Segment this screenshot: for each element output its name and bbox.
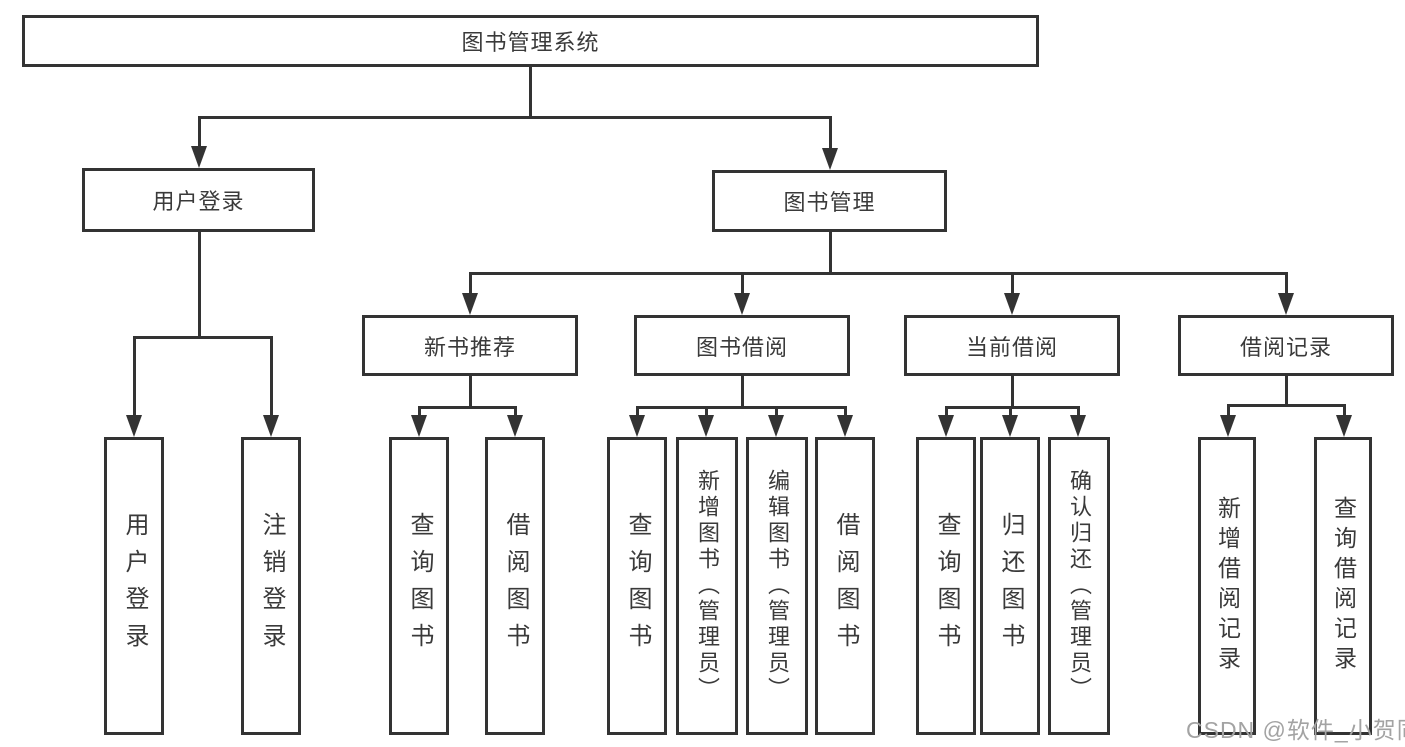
connector-line	[1010, 376, 1014, 407]
connector-line	[417, 405, 517, 409]
connector-line	[528, 67, 532, 117]
arrowhead-down-icon	[126, 415, 142, 437]
connector-line	[132, 335, 273, 339]
node-label: 用户登录	[152, 189, 245, 214]
node-borrow-query-books: 查询图书	[607, 437, 667, 735]
node-add-books-admin: 新增图书（管理员）	[676, 437, 738, 735]
connector-line	[269, 337, 273, 430]
arrowhead-down-icon	[1070, 415, 1086, 437]
arrowhead-down-icon	[1004, 293, 1020, 315]
node-label: 用户登录	[121, 512, 148, 660]
node-borrow-borrow-books: 借阅图书	[815, 437, 875, 735]
arrowhead-down-icon	[822, 148, 838, 170]
connector-line	[740, 376, 744, 407]
connector-line	[197, 232, 201, 337]
arrowhead-down-icon	[263, 415, 279, 437]
node-label: 图书管理系统	[461, 30, 600, 55]
node-edit-books-admin: 编辑图书（管理员）	[746, 437, 808, 735]
arrowhead-down-icon	[837, 415, 853, 437]
node-label: 新书推荐	[423, 334, 516, 360]
connector-line	[828, 117, 832, 162]
node-confirm-return-admin: 确认归还（管理员）	[1048, 437, 1110, 735]
arrowhead-down-icon	[1278, 293, 1294, 315]
node-current-query-books: 查询图书	[916, 437, 976, 735]
node-borrow-records: 借阅记录	[1178, 315, 1394, 376]
arrowhead-down-icon	[698, 415, 714, 437]
node-logout: 注销登录	[241, 437, 301, 735]
node-label: 查询图书	[933, 512, 960, 660]
node-user-login-action: 用户登录	[104, 437, 164, 735]
arrowhead-down-icon	[1220, 415, 1236, 437]
connector-line	[1010, 273, 1014, 308]
node-root: 图书管理系统	[22, 15, 1039, 67]
node-label: 借阅图书	[502, 512, 529, 660]
node-label: 查询借阅记录	[1330, 496, 1357, 676]
watermark: CSDN @软件_小贺同学	[1186, 717, 1405, 743]
connector-line	[740, 273, 744, 308]
arrowhead-down-icon	[938, 415, 954, 437]
node-label: 图书借阅	[695, 334, 788, 360]
node-label: 图书管理	[783, 190, 876, 215]
connector-line	[944, 405, 1080, 409]
node-user-login: 用户登录	[82, 168, 315, 232]
arrowhead-down-icon	[768, 415, 784, 437]
node-label: 借阅图书	[832, 512, 859, 660]
node-label: 归还图书	[997, 512, 1024, 660]
connector-line	[828, 232, 832, 273]
node-query-borrow-record: 查询借阅记录	[1314, 437, 1372, 735]
node-recommend-query-books: 查询图书	[389, 437, 449, 735]
node-label: 当前借阅	[965, 334, 1058, 360]
connector-line	[1226, 403, 1346, 407]
node-new-book-recommend: 新书推荐	[362, 315, 578, 376]
node-book-borrow: 图书借阅	[634, 315, 850, 376]
connector-line	[635, 405, 847, 409]
arrowhead-down-icon	[1002, 415, 1018, 437]
node-label: 查询图书	[406, 512, 433, 660]
node-current-borrow: 当前借阅	[904, 315, 1120, 376]
node-label: 编辑图书（管理员）	[765, 469, 790, 703]
arrowhead-down-icon	[507, 415, 523, 437]
node-book-management: 图书管理	[712, 170, 947, 232]
arrowhead-down-icon	[629, 415, 645, 437]
arrowhead-down-icon	[1336, 415, 1352, 437]
arrowhead-down-icon	[462, 293, 478, 315]
arrowhead-down-icon	[411, 415, 427, 437]
connector-line	[1284, 376, 1288, 405]
connector-line	[468, 271, 1288, 275]
node-label: 查询图书	[624, 512, 651, 660]
node-add-borrow-record: 新增借阅记录	[1198, 437, 1256, 735]
node-return-books: 归还图书	[980, 437, 1040, 735]
node-label: 确认归还（管理员）	[1067, 469, 1092, 703]
connector-line	[468, 376, 472, 407]
connector-line	[468, 273, 472, 308]
connector-line	[1284, 273, 1288, 308]
node-label: 新增图书（管理员）	[695, 469, 720, 703]
connector-line	[197, 115, 832, 119]
arrowhead-down-icon	[191, 146, 207, 168]
connector-line	[197, 117, 201, 160]
node-label: 新增借阅记录	[1214, 496, 1241, 676]
connector-line	[132, 337, 136, 430]
node-recommend-borrow-books: 借阅图书	[485, 437, 545, 735]
arrowhead-down-icon	[734, 293, 750, 315]
node-label: 借阅记录	[1239, 334, 1332, 360]
node-label: 注销登录	[258, 512, 285, 660]
